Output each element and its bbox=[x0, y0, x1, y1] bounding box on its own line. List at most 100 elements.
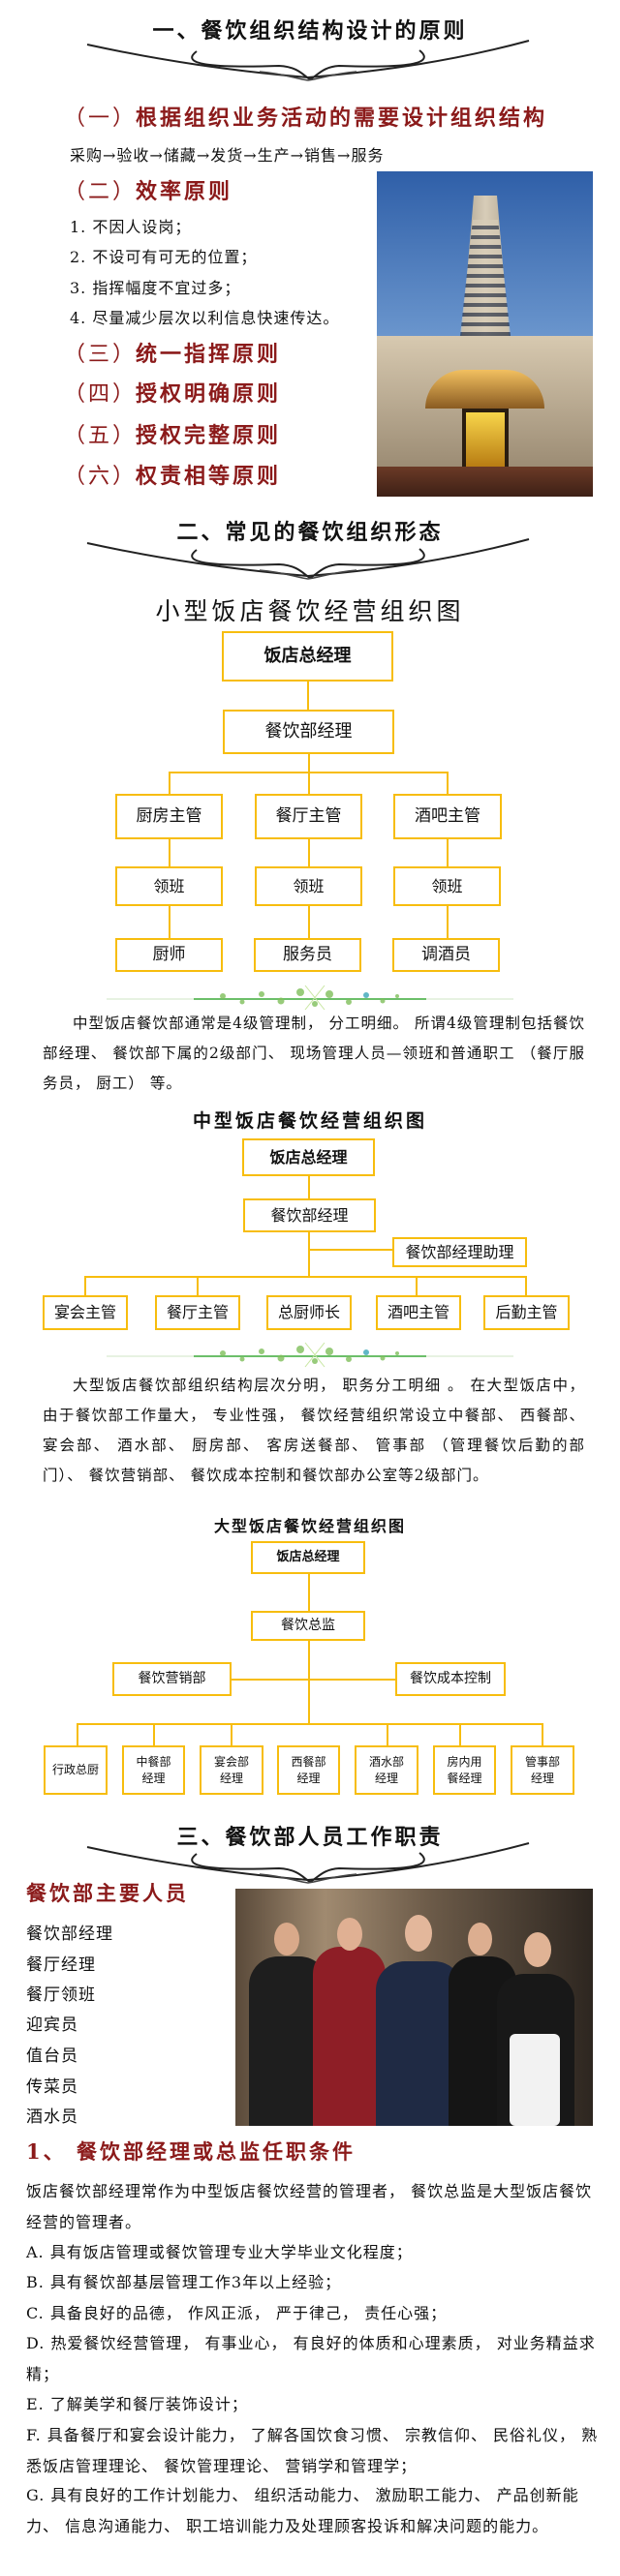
connector bbox=[77, 1723, 543, 1725]
org-box-marketing: 餐饮营销部 bbox=[112, 1662, 232, 1696]
floral-divider bbox=[107, 983, 513, 1012]
org-box-staff: 调酒员 bbox=[392, 938, 500, 972]
principle-3: （三）统一指挥原则 bbox=[64, 337, 281, 368]
org-box-supervisor: 宴会主管 bbox=[43, 1295, 128, 1330]
connector bbox=[231, 1723, 232, 1745]
connector bbox=[77, 1723, 78, 1745]
principle-text: 授权完整原则 bbox=[136, 423, 282, 448]
connector bbox=[232, 1679, 395, 1681]
org-box-lead: 领班 bbox=[393, 866, 501, 906]
org-box-unit: 管事部经理 bbox=[511, 1745, 574, 1795]
org-box-fb-manager: 餐饮部经理 bbox=[223, 710, 394, 754]
connector bbox=[459, 1723, 461, 1745]
principle-num: （一） bbox=[64, 106, 138, 131]
principle-5: （五）授权完整原则 bbox=[64, 418, 281, 449]
connector bbox=[84, 1276, 527, 1278]
connector bbox=[197, 1276, 199, 1295]
org-box-unit: 中餐部经理 bbox=[122, 1745, 185, 1795]
requirement-item: E. 了解美学和餐厅装饰设计； bbox=[26, 2395, 248, 2413]
staff-list-item: 酒水员 bbox=[26, 2107, 78, 2127]
principle-text: 统一指挥原则 bbox=[136, 342, 282, 367]
floral-divider bbox=[107, 1340, 513, 1369]
requirement-item: B. 具有餐饮部基层管理工作3年以上经验； bbox=[26, 2273, 342, 2291]
org-box-supervisor: 后勤主管 bbox=[483, 1295, 570, 1330]
paragraph-medium-hotel: 中型饭店餐饮部通常是4级管理制， 分工明细。 所谓4级管理制包括餐饮部经理、 餐… bbox=[43, 1015, 585, 1092]
section1-title: 一、餐饮组织结构设计的原则 bbox=[152, 18, 468, 44]
staff-list-item: 餐饮部经理 bbox=[26, 1924, 113, 1944]
org-box-supervisor: 餐厅主管 bbox=[255, 794, 362, 839]
org-box-supervisor: 餐厅主管 bbox=[155, 1295, 240, 1330]
org-box-unit: 西餐部经理 bbox=[277, 1745, 340, 1795]
org-box-unit: 宴会部经理 bbox=[200, 1745, 264, 1795]
principle-num: （四） bbox=[64, 382, 138, 407]
org-box-unit: 酒水部经理 bbox=[355, 1745, 418, 1795]
heading-text: 餐饮部经理或总监任职条件 bbox=[77, 2139, 356, 2164]
connector bbox=[308, 1573, 310, 1724]
section3-title: 三、餐饮部人员工作职责 bbox=[176, 1825, 444, 1850]
staff-list-item: 传菜员 bbox=[26, 2077, 78, 2097]
connector bbox=[153, 1723, 155, 1745]
principle-num: （六） bbox=[64, 465, 138, 489]
requirement-item: G. 具有良好的工作计划能力、 组织活动能力、 激励职工能力、 产品创新能力、 … bbox=[26, 2486, 579, 2535]
org-box-staff: 厨师 bbox=[115, 938, 223, 972]
requirements-intro: 饭店餐饮部经理常作为中型饭店餐饮经营的管理者， 餐饮总监是大型饭店餐饮经营的管理… bbox=[26, 2182, 593, 2231]
org-box-fb-manager: 餐饮部经理 bbox=[243, 1198, 376, 1232]
requirement-item: D. 热爱餐饮经营管理， 有事业心， 有良好的体质和心理素质， 对业务精益求精； bbox=[26, 2334, 596, 2383]
org-box-supervisor: 酒吧主管 bbox=[393, 794, 502, 839]
connector bbox=[416, 1276, 418, 1295]
connector bbox=[447, 772, 449, 795]
requirement-item: C. 具备良好的品德， 作风正派， 严于律己， 责任心强； bbox=[26, 2304, 448, 2322]
principle-1: （一）根据组织业务活动的需要设计组织结构 bbox=[64, 101, 547, 132]
process-flow: 采购→验收→储藏→发货→生产→销售→服务 bbox=[70, 146, 385, 165]
principle-num: （二） bbox=[64, 180, 138, 204]
efficiency-item: 3. 指挥幅度不宜过多； bbox=[70, 279, 241, 297]
section2-title: 二、常见的餐饮组织形态 bbox=[176, 520, 444, 545]
efficiency-item: 1. 不因人设岗； bbox=[70, 218, 192, 236]
principle-num: （三） bbox=[64, 343, 138, 367]
efficiency-item: 4. 尽量减少层次以利信息快速传达。 bbox=[70, 309, 340, 327]
org-box-staff: 服务员 bbox=[254, 938, 361, 972]
connector bbox=[307, 681, 309, 711]
connector bbox=[308, 1249, 393, 1251]
requirement-item: A. 具有饭店管理或餐饮管理专业大学毕业文化程度； bbox=[26, 2243, 413, 2261]
org-box-general-manager: 饭店总经理 bbox=[251, 1541, 365, 1574]
org-box-general-manager: 饭店总经理 bbox=[242, 1138, 375, 1176]
connector bbox=[308, 772, 310, 795]
hotel-building-photo bbox=[377, 171, 593, 497]
staff-uniforms-photo bbox=[235, 1889, 593, 2126]
staff-list-item: 值台员 bbox=[26, 2046, 78, 2066]
org-box-cost-control: 餐饮成本控制 bbox=[395, 1662, 506, 1696]
paragraph-large-hotel: 大型饭店餐饮部组织结构层次分明， 职务分工明细 。 在大型饭店中， 由于餐饮部工… bbox=[43, 1377, 585, 1484]
requirements-heading: 1、餐饮部经理或总监任职条件 bbox=[26, 2137, 356, 2166]
connector bbox=[542, 1723, 543, 1745]
principle-text: 根据组织业务活动的需要设计组织结构 bbox=[136, 106, 548, 131]
staff-list-item: 迎宾员 bbox=[26, 2015, 78, 2035]
org-box-lead: 领班 bbox=[115, 866, 223, 906]
org-box-lead: 领班 bbox=[255, 866, 362, 906]
staff-list-item: 餐厅领班 bbox=[26, 1985, 96, 2005]
org-box-assistant: 餐饮部经理助理 bbox=[392, 1237, 527, 1267]
large-chart-title: 大型饭店餐饮经营组织图 bbox=[213, 1517, 406, 1535]
flourish-divider bbox=[85, 535, 531, 580]
small-chart-title: 小型饭店餐饮经营组织图 bbox=[155, 597, 465, 625]
org-box-supervisor: 总厨师长 bbox=[266, 1295, 352, 1330]
principle-2: （二）效率原则 bbox=[64, 174, 232, 205]
efficiency-item: 2. 不设可有可无的位置； bbox=[70, 248, 258, 266]
connector bbox=[308, 753, 310, 773]
org-box-unit: 房内用餐经理 bbox=[433, 1745, 496, 1795]
staff-list-item: 餐厅经理 bbox=[26, 1955, 96, 1975]
org-box-supervisor: 酒吧主管 bbox=[376, 1295, 461, 1330]
principle-text: 授权明确原则 bbox=[136, 381, 282, 407]
flourish-divider bbox=[85, 37, 531, 81]
principle-num: （五） bbox=[64, 424, 138, 448]
org-box-fb-director: 餐饮总监 bbox=[251, 1611, 365, 1641]
principle-text: 效率原则 bbox=[136, 179, 233, 204]
org-box-general-manager: 饭店总经理 bbox=[222, 631, 393, 682]
connector bbox=[387, 1723, 388, 1745]
org-box-supervisor: 厨房主管 bbox=[115, 794, 223, 839]
connector bbox=[84, 1276, 86, 1295]
connector bbox=[525, 1276, 527, 1295]
principle-4: （四）授权明确原则 bbox=[64, 377, 281, 408]
org-box-unit: 行政总厨 bbox=[44, 1745, 108, 1795]
principle-text: 权责相等原则 bbox=[136, 464, 282, 489]
